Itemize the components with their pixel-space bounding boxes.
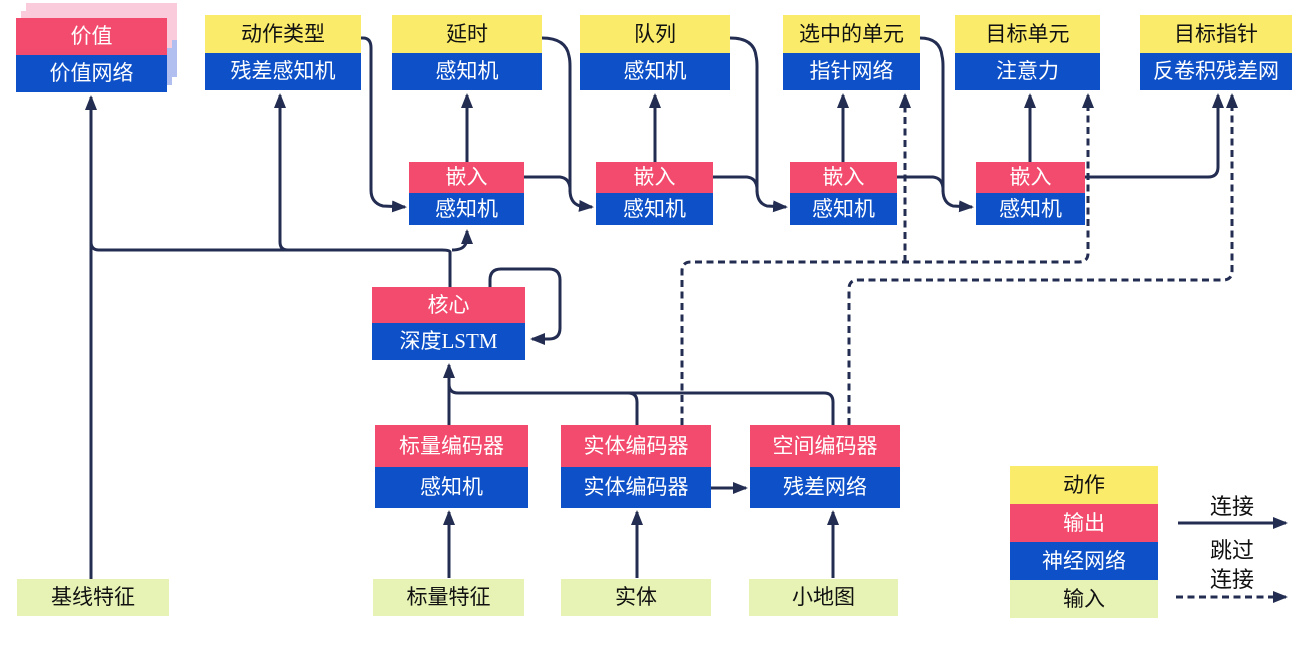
core-network-label: 深度LSTM bbox=[372, 323, 525, 360]
selected-units-label: 选中的单元 bbox=[783, 15, 920, 53]
target-unit-label: 目标单元 bbox=[955, 15, 1100, 53]
core-label: 核心 bbox=[372, 287, 525, 323]
skip-spatial-to-targetpointer bbox=[847, 93, 1238, 425]
input-minimap: 小地图 bbox=[749, 579, 898, 616]
input-entities: 实体 bbox=[561, 579, 711, 616]
minimap-label: 小地图 bbox=[749, 579, 898, 616]
embedding-1-label: 嵌入 bbox=[409, 162, 524, 193]
embedding-2: 嵌入 感知机 bbox=[596, 162, 713, 225]
baseline-features-label: 基线特征 bbox=[17, 579, 169, 616]
legend-action-label: 动作 bbox=[1010, 466, 1158, 504]
entities-label: 实体 bbox=[561, 579, 711, 616]
embedding-1: 嵌入 感知机 bbox=[409, 162, 524, 225]
embedding-2-label: 嵌入 bbox=[596, 162, 713, 193]
entity-encoder-label: 实体编码器 bbox=[561, 425, 711, 467]
legend-skip-line1: 跳过 bbox=[1209, 538, 1254, 563]
edge-core-output-horizontal bbox=[89, 236, 452, 288]
legend-network-label: 神经网络 bbox=[1010, 542, 1158, 580]
legend-skip-line2: 连接 bbox=[1209, 566, 1254, 592]
selected-units-network-label: 指针网络 bbox=[783, 53, 920, 90]
legend-connection-label: 连接 bbox=[1209, 494, 1254, 519]
edge-core-loop bbox=[488, 267, 562, 345]
embedding-4-label: 嵌入 bbox=[976, 162, 1085, 193]
edge-delay-to-embedding2 bbox=[541, 36, 594, 212]
embedding-3-network-label: 感知机 bbox=[790, 193, 897, 225]
legend-output-label: 输出 bbox=[1010, 504, 1158, 542]
head-delay: 延时 感知机 bbox=[392, 15, 542, 90]
edge-core-to-actiontype bbox=[274, 93, 289, 252]
edge-actiontype-to-embedding1 bbox=[361, 36, 407, 213]
input-baseline-features: 基线特征 bbox=[17, 579, 169, 616]
head-action-type: 动作类型 残差感知机 bbox=[205, 15, 361, 90]
embedding-3-label: 嵌入 bbox=[790, 162, 897, 193]
skip-entity-to-targetunit bbox=[680, 93, 1094, 425]
legend-skip-connection-label: 跳过 连接 bbox=[1180, 537, 1284, 594]
head-target-pointer: 目标指针 反卷积残差网 bbox=[1140, 15, 1292, 90]
edge-embedding2-out bbox=[713, 175, 759, 192]
target-unit-network-label: 注意力 bbox=[955, 53, 1100, 90]
target-pointer-network-label: 反卷积残差网 bbox=[1140, 53, 1292, 90]
edge-embedding4-to-targetpointer bbox=[1085, 93, 1224, 179]
embedding-3: 嵌入 感知机 bbox=[790, 162, 897, 225]
edge-entity-merge bbox=[627, 391, 639, 425]
delay-network-label: 感知机 bbox=[392, 53, 542, 90]
embedding-4-network-label: 感知机 bbox=[976, 193, 1085, 225]
edge-spatial-merge bbox=[447, 380, 835, 425]
scalar-features-label: 标量特征 bbox=[373, 579, 524, 616]
scalar-encoder-label: 标量编码器 bbox=[375, 425, 528, 467]
edge-embedding3-out bbox=[897, 175, 945, 192]
spatial-encoder: 空间编码器 残差网络 bbox=[750, 425, 900, 508]
queue-label: 队列 bbox=[580, 15, 730, 53]
edge-selectedunits-to-embedding4 bbox=[919, 36, 974, 213]
head-queue: 队列 感知机 bbox=[580, 15, 730, 90]
action-type-network-label: 残差感知机 bbox=[205, 53, 361, 90]
legend-color-key: 动作 输出 神经网络 输入 bbox=[1010, 466, 1158, 618]
embedding-2-network-label: 感知机 bbox=[596, 193, 713, 225]
value-output-label: 价值 bbox=[16, 18, 167, 55]
target-pointer-label: 目标指针 bbox=[1140, 15, 1292, 53]
edge-embedding1-out bbox=[524, 175, 572, 192]
legend-input-label: 输入 bbox=[1010, 580, 1158, 618]
value-network-label: 价值网络 bbox=[16, 55, 167, 92]
spatial-encoder-network-label: 残差网络 bbox=[750, 467, 900, 508]
head-value: 价值 价值网络 bbox=[16, 3, 177, 92]
action-type-label: 动作类型 bbox=[205, 15, 361, 53]
input-scalar-features: 标量特征 bbox=[373, 579, 524, 616]
edge-core-to-embedding1 bbox=[451, 229, 473, 252]
head-target-unit: 目标单元 注意力 bbox=[955, 15, 1100, 90]
spatial-encoder-label: 空间编码器 bbox=[750, 425, 900, 467]
embedding-4: 嵌入 感知机 bbox=[976, 162, 1085, 225]
entity-encoder-network-label: 实体编码器 bbox=[561, 467, 711, 508]
head-selected-units: 选中的单元 指针网络 bbox=[783, 15, 920, 90]
scalar-encoder-network-label: 感知机 bbox=[375, 467, 528, 508]
core: 核心 深度LSTM bbox=[372, 287, 525, 360]
embedding-1-network-label: 感知机 bbox=[409, 193, 524, 225]
entity-encoder: 实体编码器 实体编码器 bbox=[561, 425, 711, 508]
queue-network-label: 感知机 bbox=[580, 53, 730, 90]
scalar-encoder: 标量编码器 感知机 bbox=[375, 425, 528, 508]
edge-queue-to-embedding3 bbox=[729, 36, 788, 213]
delay-label: 延时 bbox=[392, 15, 542, 53]
